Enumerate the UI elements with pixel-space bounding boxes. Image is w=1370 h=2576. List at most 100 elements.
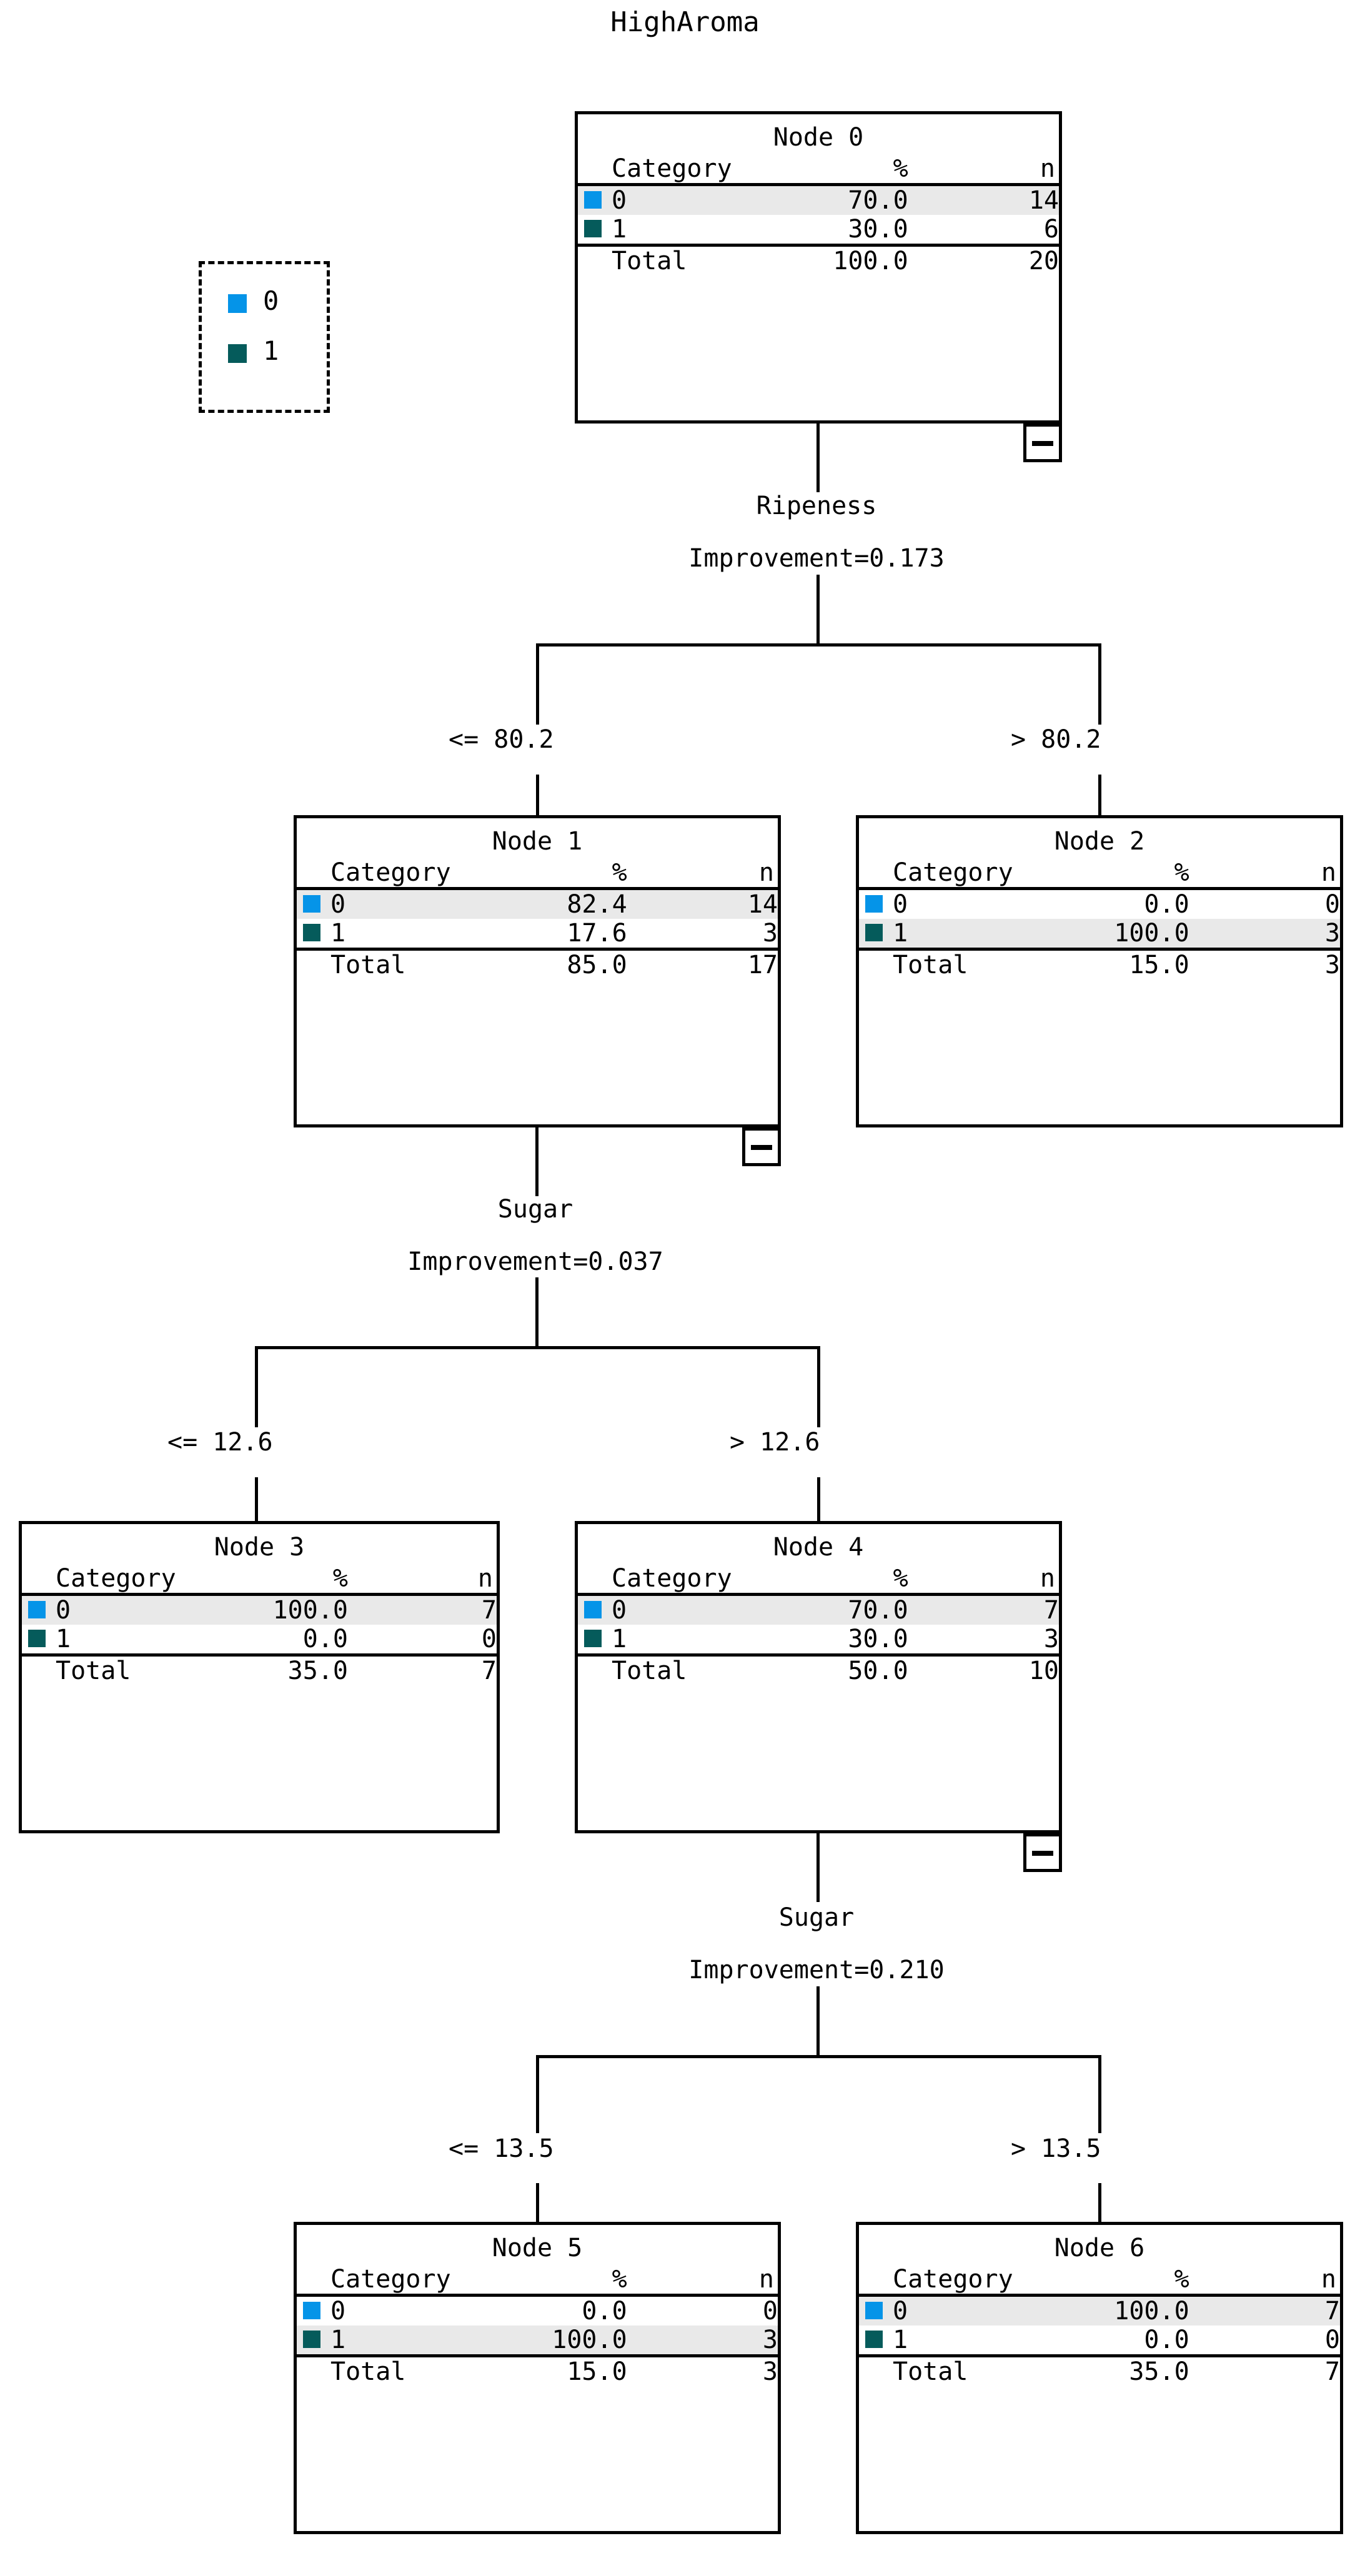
node-6-title: Node 6 [1054,2234,1145,2262]
node-5-row-0: 0 0.0 0 [297,2296,778,2326]
node-1-header-category: Category [325,858,477,890]
node-5-header-percent: % [476,2265,627,2297]
node-5-row-1-swatch [297,2326,325,2356]
node-0-total-row: Total 100.0 20 [578,244,1059,275]
node-6-total-n: 7 [1189,2354,1340,2386]
node-0-collapse-button[interactable] [1023,424,1062,462]
node-5-row-0-n: 0 [762,2297,778,2326]
connector-split0-right-drop2 [1098,775,1101,815]
node-3-total-n: 7 [348,1653,497,1685]
tree-node-3[interactable]: Node 3 Category % n 0 100.0 7 [19,1521,500,1833]
split-0-right-label: > 80.2 [1011,725,1101,754]
node-2-header-percent: % [1038,858,1189,890]
node-1-row-0-n: 14 [627,888,778,919]
node-6-row-1-swatch [859,2326,888,2356]
node-4-total-label: Total [612,1657,687,1685]
connector-split1-right-drop2 [817,1477,820,1521]
node-1-row-0-category: 0 [330,890,346,919]
split-1-variable: Sugar [497,1195,573,1224]
node-2-row-0-n: 0 [1324,890,1340,919]
node-3-row-0-n: 7 [348,1594,497,1625]
node-1-row-1: 1 17.6 3 [297,919,778,949]
connector-split1-right-drop [817,1346,820,1427]
node-4-row-0-category: 0 [612,1596,627,1625]
node-1-total-n: 17 [627,948,778,979]
split-4-improvement: Improvement=0.210 [688,1956,945,1984]
connector-split4-left-drop [536,2055,539,2133]
node-1-row-0-swatch [297,888,325,919]
node-5-total-n: 3 [627,2354,778,2386]
split-4-left-label: <= 13.5 [449,2134,554,2163]
node-0-row-1: 1 30.0 6 [578,215,1059,245]
node-6-total-label: Total [893,2357,968,2386]
node-0-header-category: Category [607,154,758,186]
legend-item-1: 1 [228,335,279,367]
split-4-right-label: > 13.5 [1011,2134,1101,2163]
legend-label-0: 0 [263,285,279,316]
connector-split0-stem [817,575,820,643]
node-2-title: Node 2 [1054,827,1145,856]
connector-split1-bar [255,1346,820,1349]
tree-node-0[interactable]: Node 0 Category % n 0 70.0 14 [575,111,1062,424]
node-1-row-0-percent: 82.4 [476,888,627,919]
tree-node-2[interactable]: Node 2 Category % n 0 0.0 0 [856,815,1343,1127]
split-0-variable: Ripeness [756,492,877,520]
node-1-total-percent: 85.0 [476,948,627,979]
node-0-header-percent: % [757,154,908,186]
node-3-row-1-swatch [22,1625,51,1655]
node-0-row-1-n: 6 [1043,215,1059,244]
node-6-total-percent: 35.0 [1038,2354,1189,2386]
node-0-row-1-swatch [578,215,607,245]
node-3-header-category: Category [51,1564,199,1596]
node-5-row-1-category: 1 [330,2326,346,2354]
connector-split1-left-drop2 [255,1477,258,1521]
node-4-collapse-button[interactable] [1023,1833,1062,1872]
node-4-row-0: 0 70.0 7 [578,1594,1059,1625]
node-2-row-1: 1 100.0 3 [859,919,1340,949]
node-5-row-0-category: 0 [330,2297,346,2326]
connector-node4-down [817,1833,820,1902]
node-6-row-0: 0 100.0 7 [859,2295,1340,2326]
node-3-row-0-swatch [22,1594,51,1625]
connector-split0-left-drop [536,643,539,725]
connector-node1-down [535,1127,539,1196]
node-6-row-1: 1 0.0 0 [859,2326,1340,2356]
page-title: HighAroma [610,6,760,38]
node-2-header-n: n [1189,858,1340,890]
connector-split4-right-drop [1098,2055,1101,2133]
node-1-collapse-button[interactable] [742,1127,781,1166]
split-1-right-label: > 12.6 [730,1428,820,1457]
node-1-total-row: Total 85.0 17 [297,948,778,979]
node-5-title: Node 5 [492,2234,583,2262]
tree-node-4[interactable]: Node 4 Category % n 0 70.0 7 [575,1521,1062,1833]
node-2-row-1-category: 1 [893,919,908,948]
legend-swatch-1 [228,344,247,363]
node-1-header-n: n [627,858,778,890]
node-5-row-0-percent: 0.0 [582,2297,627,2326]
node-1-row-1-category: 1 [330,919,346,948]
split-4-variable: Sugar [778,1903,855,1932]
tree-node-5[interactable]: Node 5 Category % n 0 0.0 0 [294,2222,781,2534]
node-0-total-n: 20 [908,244,1059,275]
node-3-row-1: 1 0.0 0 [22,1625,497,1655]
tree-node-6[interactable]: Node 6 Category % n 0 100.0 7 [856,2222,1343,2534]
tree-node-1[interactable]: Node 1 Category % n 0 82.4 14 [294,815,781,1127]
node-5-total-row: Total 15.0 3 [297,2354,778,2386]
node-0-swatch-header [578,154,607,186]
node-4-total-n: 10 [908,1653,1059,1685]
node-3-total-row: Total 35.0 7 [22,1653,497,1685]
node-0-total-percent: 100.0 [757,244,908,275]
legend-label-1: 1 [263,335,279,366]
legend-swatch-0 [228,294,247,313]
node-5-total-percent: 15.0 [476,2354,627,2386]
node-0-row-0-category: 0 [612,186,627,215]
node-4-table: Category % n 0 70.0 7 1 30.0 3 [578,1564,1059,1685]
node-1-table: Category % n 0 82.4 14 1 17.6 3 [297,858,778,979]
node-3-row-0-percent: 100.0 [199,1594,348,1625]
node-0-row-1-percent: 30.0 [848,215,908,244]
node-5-row-1-n: 3 [627,2326,778,2356]
node-0-title: Node 0 [773,123,864,152]
node-3-total-label: Total [56,1657,131,1685]
node-2-header-category: Category [888,858,1039,890]
